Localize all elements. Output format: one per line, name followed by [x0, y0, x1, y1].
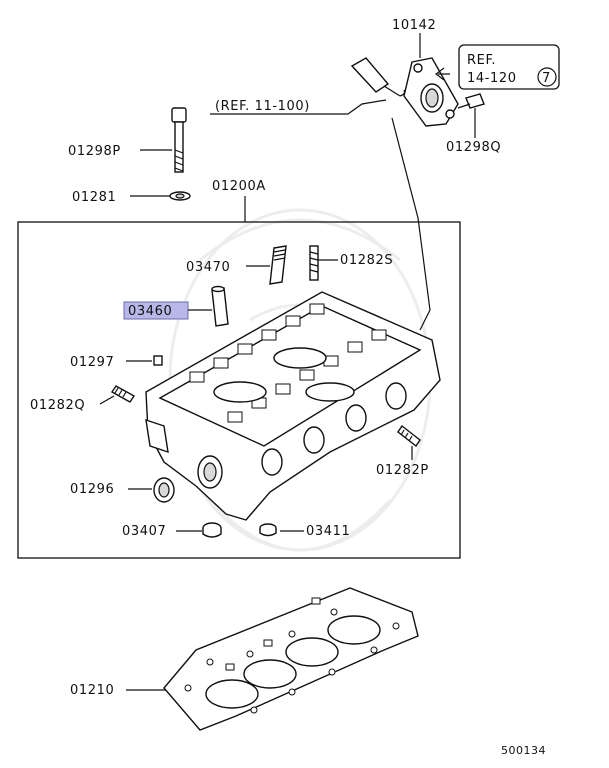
- part-03470[interactable]: [269, 245, 287, 285]
- label-03411[interactable]: 03411: [306, 524, 350, 539]
- part-01282S[interactable]: [309, 245, 319, 281]
- part-01298Q[interactable]: [457, 93, 485, 109]
- ref-11-100[interactable]: (REF. 11-100): [215, 99, 310, 114]
- part-10142[interactable]: [403, 57, 459, 127]
- label-01210[interactable]: 01210: [70, 683, 114, 698]
- ref-box-line2: 14-120: [467, 71, 517, 86]
- part-03407[interactable]: [202, 522, 222, 538]
- part-03460-valve-guide[interactable]: [211, 285, 229, 327]
- part-01282P[interactable]: [397, 424, 421, 448]
- label-01200A[interactable]: 01200A: [212, 179, 266, 194]
- label-01282Q[interactable]: 01282Q: [30, 398, 85, 413]
- cylinder-head[interactable]: [145, 291, 441, 521]
- sealant-tube: [350, 57, 406, 97]
- label-03407[interactable]: 03407: [122, 524, 166, 539]
- ref-box-circled-number: 7: [542, 71, 551, 86]
- cylinder-head-assembly-frame: [17, 221, 461, 559]
- part-01281-washer[interactable]: [169, 191, 191, 201]
- part-01298P-bolt[interactable]: [171, 107, 187, 173]
- label-10142[interactable]: 10142: [392, 18, 436, 33]
- ref-box-line1: REF.: [467, 53, 496, 68]
- label-01296[interactable]: 01296: [70, 482, 114, 497]
- part-01210-head-gasket[interactable]: [163, 587, 419, 731]
- label-01298P[interactable]: 01298P: [68, 144, 121, 159]
- label-03460[interactable]: 03460: [128, 304, 172, 319]
- label-01282S[interactable]: 01282S: [340, 253, 393, 268]
- label-01282P[interactable]: 01282P: [376, 463, 429, 478]
- label-01298Q[interactable]: 01298Q: [446, 140, 501, 155]
- diagram-id: 500134: [501, 744, 546, 757]
- part-01297-plug[interactable]: [153, 355, 163, 366]
- part-03411[interactable]: [259, 523, 277, 537]
- label-03470[interactable]: 03470: [186, 260, 230, 275]
- part-01282Q[interactable]: [110, 385, 136, 403]
- ref-box-14-120[interactable]: REF. 14-120 7: [458, 44, 560, 90]
- label-01297[interactable]: 01297: [70, 355, 114, 370]
- part-01296-seal[interactable]: [153, 477, 175, 503]
- label-01281[interactable]: 01281: [72, 190, 116, 205]
